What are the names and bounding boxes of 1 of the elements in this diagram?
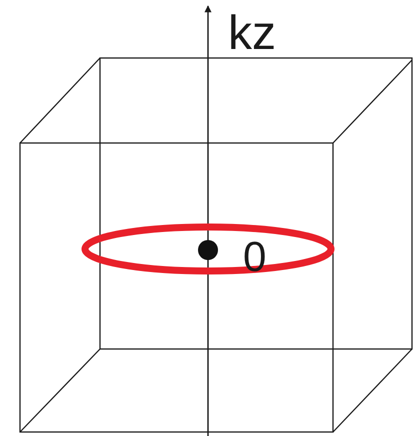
axis-label: kz xyxy=(228,10,276,58)
